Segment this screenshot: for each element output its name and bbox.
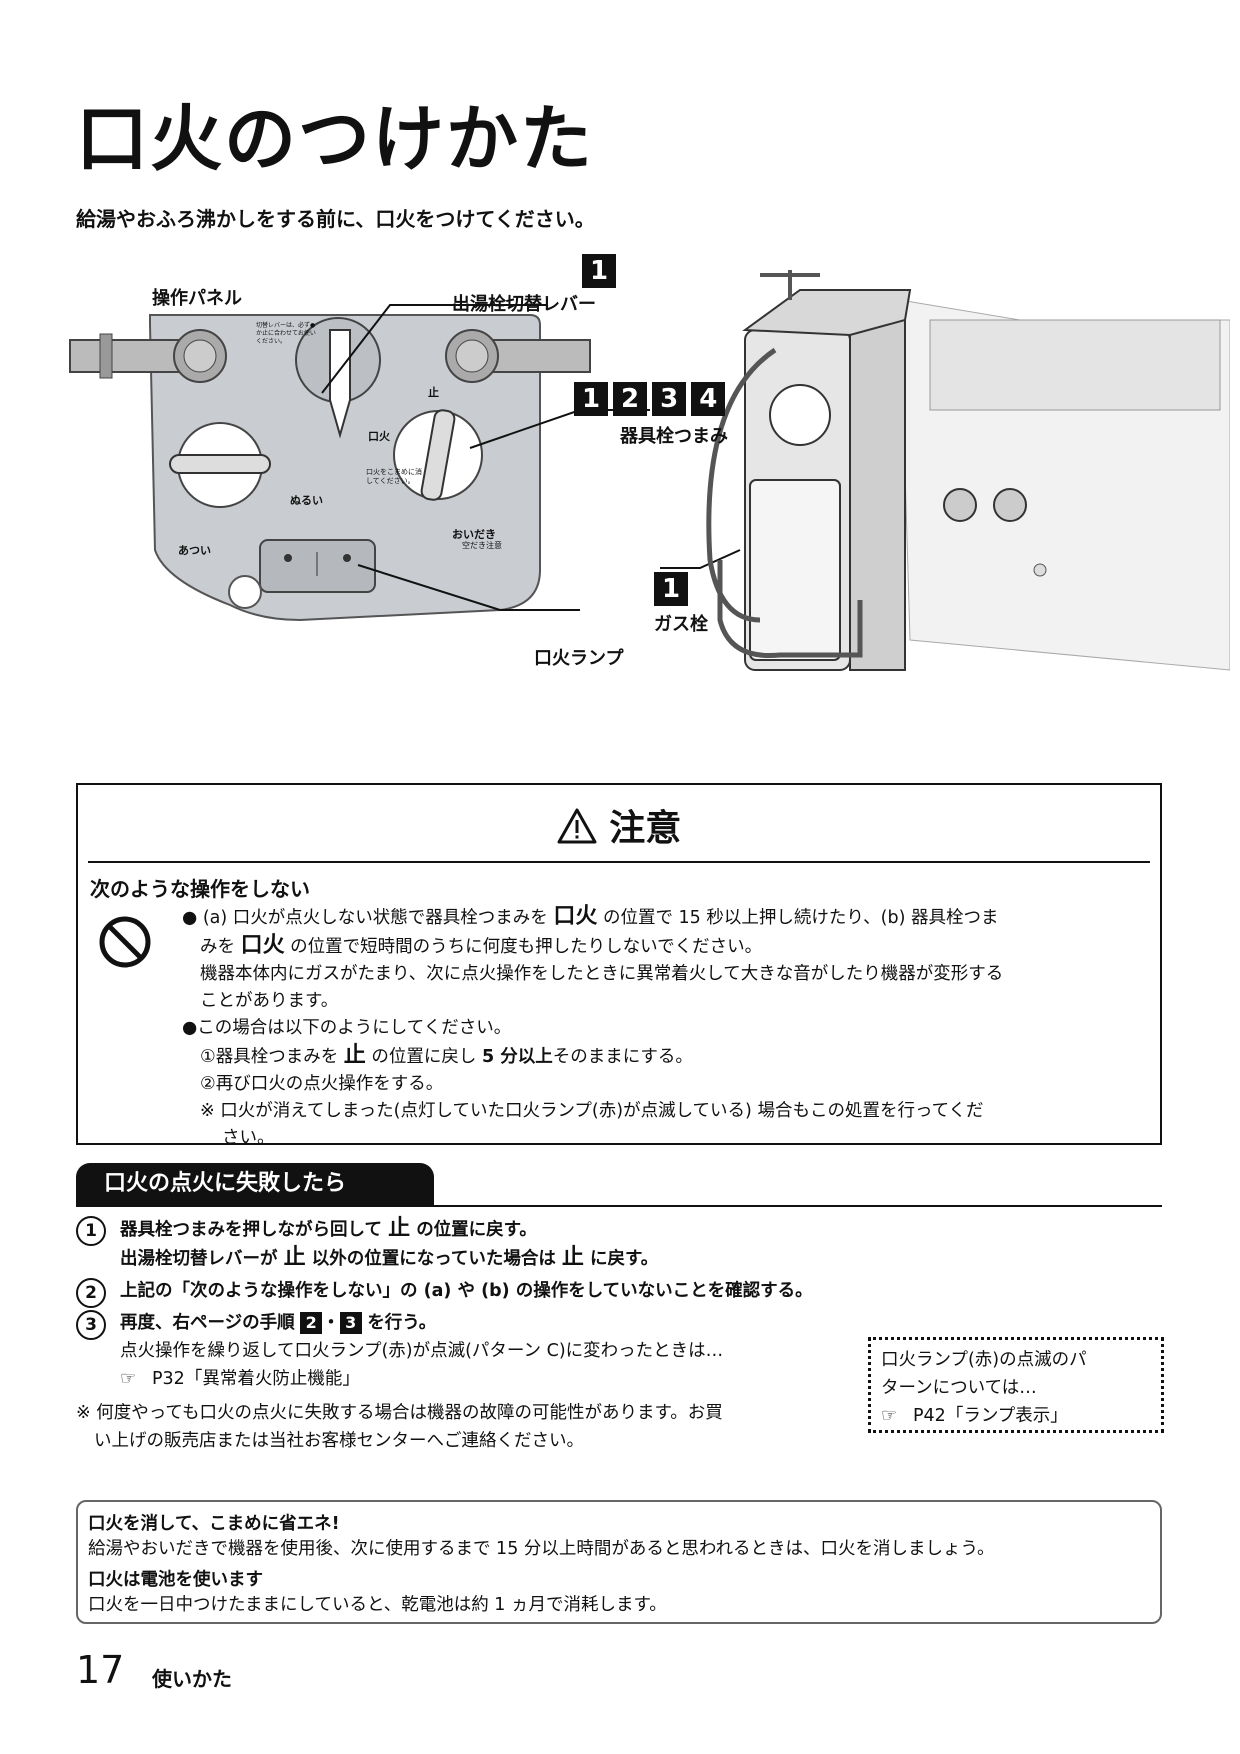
fail-note: ※ 何度やっても口火の点火に失敗する場合は機器の故障の可能性があります。お買 い… [76, 1399, 856, 1455]
callout-lamp-label: 口火ランプ [534, 648, 624, 669]
caution-line: 機器本体内にガスがたまり、次に点火操作をしたときに異常着火して大きな音がしたり機… [200, 964, 1004, 984]
caution-line: ことがあります。 [200, 991, 339, 1011]
intro-text: 給湯やおふろ沸かしをする前に、口火をつけてください。 [76, 207, 595, 231]
caution-bullet-2: ●この場合は以下のようにしてください。 [182, 1018, 512, 1038]
step-text: 器具栓つまみを押しながら回して [120, 1220, 382, 1240]
caution-box: 注意 次のような操作をしない ● (a) 口火が点火しない状態で器具栓つまみを … [76, 783, 1162, 1148]
panel-oidaki: おいだき [452, 528, 496, 541]
step-text: を行う。 [367, 1313, 437, 1333]
diagram-illustration [69, 270, 1231, 671]
stop-position-label: 止 [283, 1245, 306, 1270]
callout-knob: 1 2 3 4 [574, 382, 726, 416]
pilot-position-label: 口火 [240, 933, 285, 958]
step-3: 3 再度、右ページの手順 2・3 を行う。 点火操作を繰り返して口火ランプ(赤)… [76, 1309, 840, 1393]
callout-knob-num-3: 3 [652, 382, 687, 416]
stop-position-label: 止 [561, 1245, 584, 1270]
panel-temp-warm: ぬるい [290, 494, 323, 507]
callout-knob-num-1: 1 [574, 382, 608, 416]
caution-text: そのままにする。 [552, 1047, 693, 1067]
duration-text: 5 分以上 [481, 1047, 553, 1067]
callout-gas: 1 [654, 572, 688, 606]
page-number: 17 [76, 1648, 125, 1692]
step-text: 出湯栓切替レバーが [120, 1249, 278, 1269]
panel-stop: 止 [428, 386, 439, 399]
pointing-hand-icon: ☞ [881, 1405, 898, 1426]
eco-heading-2: 口火は電池を使います [88, 1570, 263, 1590]
note-box-line: 口火ランプ(赤)の点滅のパ [881, 1350, 1087, 1370]
caution-text: の位置で 15 秒以上押し続けたり、(b) 器具栓つま [602, 908, 999, 928]
eco-text-1: 給湯やおいだきで機器を使用後、次に使用するまで 15 分以上時間があると思われる… [88, 1539, 995, 1559]
eco-tips-box: 口火を消して、こまめに省エネ! 給湯やおいだきで機器を使用後、次に使用するまで … [76, 1500, 1162, 1624]
caution-subheading: 次のような操作をしない [90, 877, 310, 901]
callout-knob-num-2: 2 [613, 382, 648, 416]
caution-text: の位置で短時間のうちに何度も押したりしないでください。 [290, 937, 763, 957]
step-1: 1 器具栓つまみを押しながら回して 止 の位置に戻す。 出湯栓切替レバーが 止 … [76, 1215, 1176, 1273]
caution-bullet-1: ● (a) 口火が点火しない状態で器具栓つまみを 口火 の位置で 15 秒以上押… [182, 904, 999, 929]
fail-note-line: い上げの販売店または当社お客様センターへご連絡ください。 [94, 1431, 584, 1451]
caution-divider [88, 861, 1150, 863]
page-title: 口火のつけかた [76, 97, 595, 181]
step-text: 以外の位置になっていた場合は [311, 1249, 556, 1269]
fail-section-heading: 口火の点火に失敗したら [76, 1163, 434, 1205]
pilot-position-label: 口火 [553, 904, 598, 929]
step-number-1: 1 [76, 1216, 106, 1246]
callout-lever-label: 出湯栓切替レバー [452, 294, 596, 315]
caution-text: みを [200, 937, 235, 957]
callout-knob-num-4: 4 [691, 382, 726, 416]
callout-knob-label: 器具栓つまみ [620, 426, 728, 447]
stop-position-label: 止 [343, 1043, 366, 1068]
step-text: に戻す。 [590, 1249, 659, 1269]
callout-gas-num: 1 [654, 572, 688, 606]
caution-line: ①器具栓つまみを 止 の位置に戻し 5 分以上そのままにする。 [182, 1042, 1152, 1071]
caution-body: ● (a) 口火が点火しない状態で器具栓つまみを 口火 の位置で 15 秒以上押… [182, 903, 1152, 1152]
step-ref-number: 2 [300, 1312, 323, 1334]
step-number-3: 3 [76, 1310, 106, 1340]
fail-section-divider [76, 1205, 1162, 1207]
caution-line: ※ 口火が消えてしまった(点灯していた口火ランプ(赤)が点滅している) 場合もこ… [200, 1101, 984, 1121]
caution-text: の位置に戻し [371, 1047, 477, 1067]
step-2: 2 上記の「次のような操作をしない」の (a) や (b) の操作をしていないこ… [76, 1277, 1176, 1308]
caution-line: ②再び口火の点火操作をする。 [200, 1074, 444, 1094]
fail-note-line: ※ 何度やっても口火の点火に失敗する場合は機器の故障の可能性があります。お買 [76, 1403, 723, 1423]
fail-steps: 1 器具栓つまみを押しながら回して 止 の位置に戻す。 出湯栓切替レバーが 止 … [76, 1215, 1176, 1455]
stop-position-label: 止 [388, 1216, 411, 1241]
page-reference-link[interactable]: P42「ランプ表示」 [913, 1406, 1068, 1426]
caution-line: さい。 [222, 1128, 275, 1148]
caution-text: この場合は以下のようにしてください。 [197, 1018, 512, 1038]
step-text: 再度、右ページの手順 [120, 1313, 295, 1333]
control-panel-illustration [69, 314, 591, 622]
caution-text: (a) 口火が点火しない状態で器具栓つまみを [202, 908, 548, 928]
page-reference-link[interactable]: P32「異常着火防止機能」 [152, 1369, 360, 1389]
callout-lever: 1 [582, 254, 616, 288]
panel-caution-small: 空だき注意 [462, 541, 502, 550]
section-name: 使いかた [152, 1667, 232, 1691]
warning-icon [557, 808, 597, 844]
panel-temp-hot: あつい [178, 544, 211, 557]
pointing-hand-icon: ☞ [120, 1368, 137, 1389]
step-text: 点火操作を繰り返して口火ランプ(赤)が点滅(パターン C)に変わったときは… [120, 1341, 724, 1361]
panel-knob-note: 口火をこまめに消してください。 [366, 468, 422, 485]
water-heater-illustration [706, 270, 1231, 671]
panel-label: 操作パネル [152, 288, 242, 309]
panel-pilot: 口火 [368, 430, 390, 443]
caution-heading: 注意 [78, 799, 1160, 851]
note-box-line: ターンについては… [881, 1378, 1037, 1398]
caution-heading-text: 注意 [609, 808, 682, 849]
panel-lever-note: 切替レバーは、必ず●か止に合わせてお使いください。 [256, 322, 316, 345]
prohibited-icon [99, 916, 151, 968]
diagram: 操作パネル 1 出湯栓切替レバー 1 2 3 4 器具栓つまみ 1 ガス栓 口火… [60, 254, 1231, 750]
step-number-2: 2 [76, 1278, 106, 1308]
step-text: の位置に戻す。 [416, 1220, 537, 1240]
eco-text-2: 口火を一日中つけたままにしていると、乾電池は約 1 ヵ月で消耗します。 [88, 1595, 667, 1615]
step-text: 上記の「次のような操作をしない」の (a) や (b) の操作をしていないことを… [120, 1281, 813, 1301]
caution-text: ①器具栓つまみを [200, 1047, 339, 1067]
callout-lever-num: 1 [582, 254, 616, 288]
step-ref-number: 3 [339, 1312, 362, 1334]
eco-heading-1: 口火を消して、こまめに省エネ! [88, 1514, 340, 1534]
caution-line: みを 口火 の位置で短時間のうちに何度も押したりしないでください。 [182, 932, 1152, 961]
callout-gas-label: ガス栓 [654, 614, 708, 635]
lamp-pattern-note-box: 口火ランプ(赤)の点滅のパ ターンについては… ☞ P42「ランプ表示」 [868, 1337, 1164, 1433]
